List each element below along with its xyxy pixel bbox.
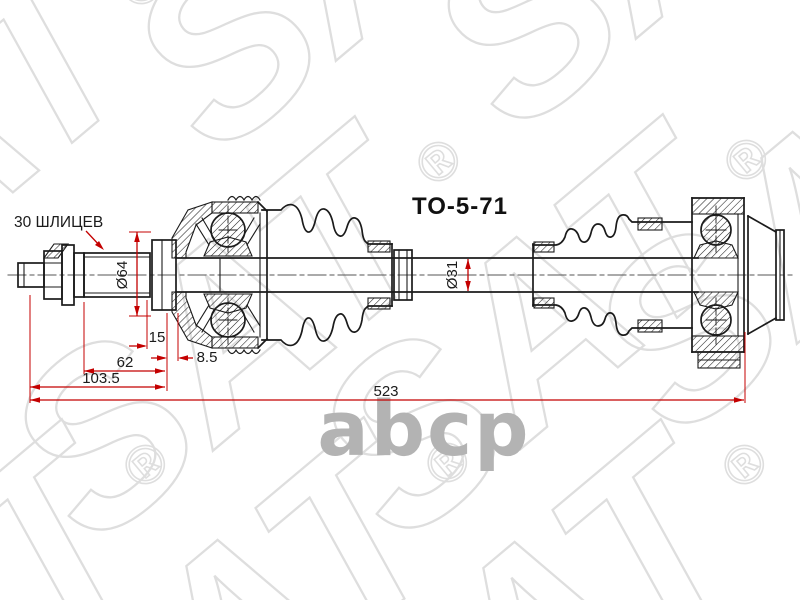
left-boot	[261, 203, 393, 347]
dim-diameter-31-label: Ø31	[444, 261, 461, 289]
right-boot	[532, 213, 693, 337]
shaft	[175, 257, 699, 293]
dimension-diameter-31	[465, 259, 471, 291]
boot-clamp-band	[533, 297, 555, 309]
registered-mark-icon: ®	[404, 127, 473, 199]
abcp-watermark: abcp	[317, 384, 530, 473]
dim-62-label: 62	[117, 354, 134, 371]
splines-count-label: 30 ШЛИЦЕВ	[14, 214, 103, 231]
splined-shaft-section	[83, 252, 151, 298]
dim-diameter-64-label: Ø64	[114, 261, 131, 289]
axle-assembly	[7, 195, 793, 369]
dim-103-5-label: 103.5	[82, 370, 120, 387]
joint-flange-ring	[151, 239, 177, 311]
dimension-103-5	[30, 384, 165, 390]
boot-clamp-band	[367, 297, 391, 310]
boot-clamp-band	[637, 319, 663, 333]
dimension-523	[30, 397, 744, 403]
dimension-8-5	[151, 355, 193, 361]
dimension-layer	[29, 230, 746, 403]
dimension-62	[84, 368, 165, 374]
boot-clamp-band	[637, 217, 663, 231]
inner-cv-joint	[691, 197, 745, 369]
shaft-damper-ring	[393, 249, 413, 301]
dim-8-5-label: 8.5	[197, 349, 218, 366]
ball-cage-lines	[195, 217, 261, 333]
dimension-15	[129, 343, 147, 349]
outer-cv-joint	[171, 195, 269, 355]
tulip-stub	[746, 214, 785, 336]
extension-lines	[29, 295, 746, 403]
splines-leader	[85, 230, 104, 250]
dim-523-label: 523	[373, 383, 398, 400]
dim-15-label: 15	[149, 329, 166, 346]
boot-clamp-band	[533, 241, 555, 253]
boot-clamp-band	[367, 240, 391, 253]
part-code-label: TO-5-71	[412, 193, 508, 220]
